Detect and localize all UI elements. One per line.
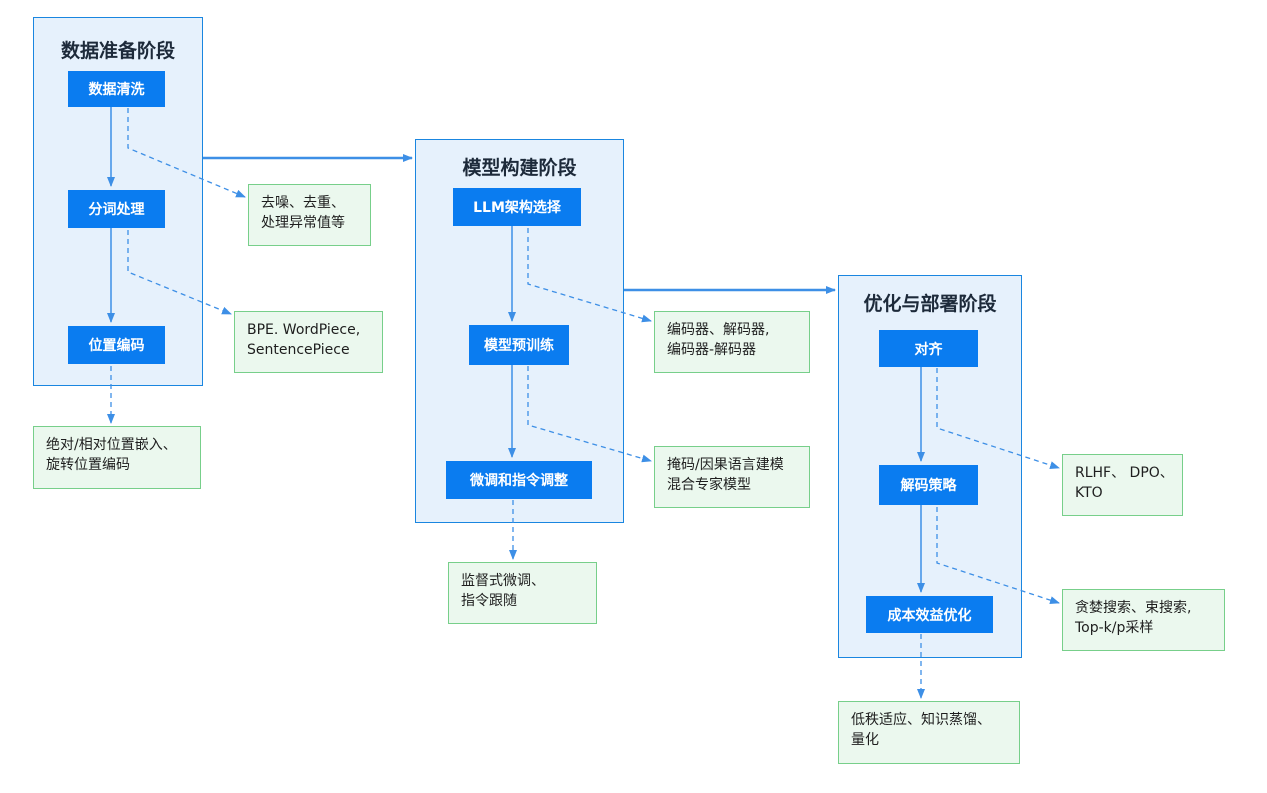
stage-title-optimize-deploy: 优化与部署阶段 — [863, 293, 997, 315]
step-decoding-strategy: 解码策略 — [879, 465, 978, 505]
step-data-cleaning: 数据清洗 — [68, 71, 165, 107]
note-finetuning: 监督式微调、指令跟随 — [448, 562, 597, 624]
step-positional-encoding: 位置编码 — [68, 326, 165, 364]
step-cost-optimization: 成本效益优化 — [866, 596, 993, 633]
note-denoise: 去噪、去重、处理异常值等 — [248, 184, 371, 246]
stage-title-model-build: 模型构建阶段 — [462, 157, 577, 179]
step-tokenization: 分词处理 — [68, 190, 165, 228]
stage-title-data-prep: 数据准备阶段 — [60, 40, 175, 62]
note-tokenizers: BPE. WordPiece,SentencePiece — [234, 311, 383, 373]
note-pretraining: 掩码/因果语言建模混合专家模型 — [654, 446, 810, 508]
step-finetuning: 微调和指令调整 — [446, 461, 592, 499]
step-alignment: 对齐 — [879, 330, 978, 367]
note-alignment: RLHF、 DPO、KTO — [1062, 454, 1183, 516]
note-position-embedding: 绝对/相对位置嵌入、旋转位置编码 — [33, 426, 201, 489]
step-pretraining: 模型预训练 — [469, 325, 569, 365]
note-decoding: 贪婪搜索、束搜索,Top-k/p采样 — [1062, 589, 1225, 651]
step-llm-architecture: LLM架构选择 — [453, 188, 581, 226]
note-cost: 低秩适应、知识蒸馏、量化 — [838, 701, 1020, 764]
note-architectures: 编码器、解码器,编码器-解码器 — [654, 311, 810, 373]
